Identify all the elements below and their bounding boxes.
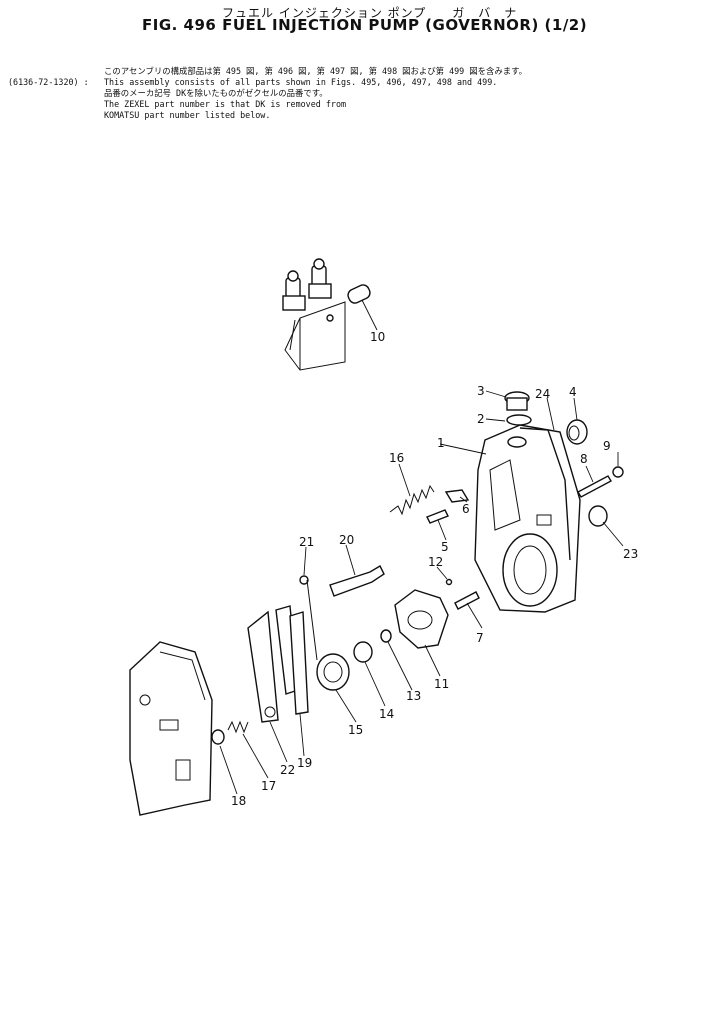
- part-2-o-ring: [506, 414, 532, 426]
- callout-17: 17: [261, 779, 276, 793]
- callout-2: 2: [477, 412, 485, 426]
- callout-10: 10: [370, 330, 385, 344]
- part-17-spring: [227, 720, 249, 734]
- part-15-bearing: [316, 653, 350, 691]
- callout-1: 1: [437, 436, 445, 450]
- callout-12: 12: [428, 555, 443, 569]
- assembly-code: (6136-72-1320) :: [8, 77, 89, 87]
- part-19-link: [275, 605, 309, 715]
- part-8-adjust-screw: [577, 475, 612, 498]
- callout-15: 15: [348, 723, 363, 737]
- part-11-flyweight-holder: [394, 589, 449, 649]
- figure-title: FIG. 496 FUEL INJECTION PUMP (GOVERNOR) …: [142, 16, 588, 34]
- callout-16: 16: [389, 451, 404, 465]
- part-5-screw: [426, 509, 449, 524]
- callout-14: 14: [379, 707, 394, 721]
- callout-6: 6: [462, 502, 470, 516]
- callout-21: 21: [299, 535, 314, 549]
- callout-13: 13: [406, 689, 421, 703]
- part-12-pin: [445, 578, 453, 586]
- part-9-nut: [612, 466, 624, 478]
- note-line-1: このアセンブリの構成部品は第 495 図, 第 496 図, 第 497 図, …: [104, 66, 528, 76]
- part-10-assembly: [282, 258, 371, 371]
- governor-cover: [129, 641, 213, 816]
- part-14-sleeve: [353, 641, 373, 663]
- callout-23: 23: [623, 547, 638, 561]
- note-line-5: KOMATSU part number listed below.: [104, 110, 271, 120]
- part-3-plug: [504, 391, 530, 411]
- callout-7: 7: [476, 631, 484, 645]
- callout-9: 9: [603, 439, 611, 453]
- callout-numbers: 1 2 3 4 5 6 7 8 9 10 11 12 13 14 15 16 1…: [231, 330, 638, 808]
- part-4-cap: [566, 419, 588, 445]
- callout-8: 8: [580, 452, 588, 466]
- callout-24: 24: [535, 387, 550, 401]
- callout-4: 4: [569, 385, 577, 399]
- callout-20: 20: [339, 533, 354, 547]
- part-13-ring: [380, 629, 392, 643]
- part-7-bolt: [454, 591, 480, 610]
- part-22-lever: [247, 610, 279, 723]
- callout-5: 5: [441, 540, 449, 554]
- part-21-washer: [299, 575, 309, 585]
- japanese-title: フュエル インジェクション ポンプ ガ バ ナ: [222, 6, 518, 20]
- note-line-4: The ZEXEL part number is that DK is remo…: [104, 99, 347, 109]
- note-line-3: 品番のメーカ記号 DKを除いたものがゼクセルの品番です。: [104, 88, 328, 98]
- note-line-2: This assembly consists of all parts show…: [104, 77, 498, 87]
- callout-22: 22: [280, 763, 295, 777]
- callout-3: 3: [477, 384, 485, 398]
- callout-11: 11: [434, 677, 449, 691]
- callout-19: 19: [297, 756, 312, 770]
- callout-18: 18: [231, 794, 246, 808]
- leader-lines: [219, 299, 624, 795]
- part-20-lever-plate: [329, 565, 385, 597]
- part-18-nut: [211, 729, 225, 745]
- part-16-spring: [389, 484, 435, 516]
- part-23-clip: [588, 505, 608, 527]
- part-1-governor-housing: [474, 424, 581, 613]
